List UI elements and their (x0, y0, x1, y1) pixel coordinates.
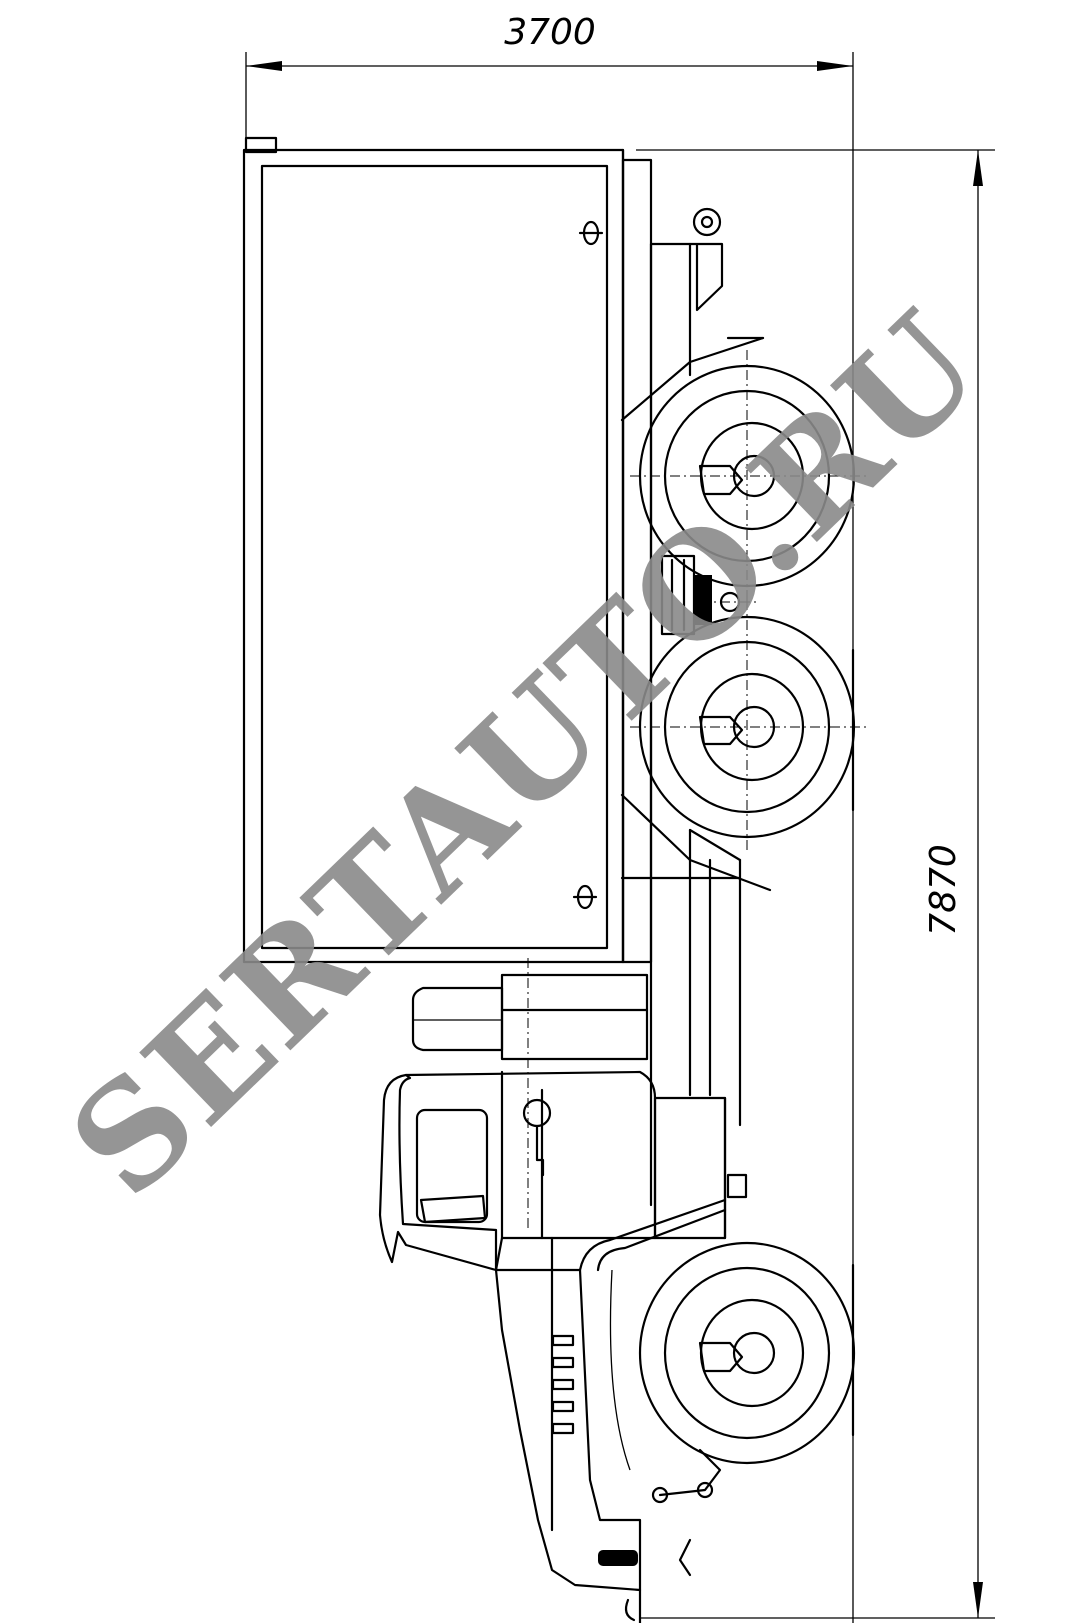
length-dimension: 7870 (636, 149, 995, 1619)
arrow-up-icon (973, 150, 983, 186)
cab (378, 1070, 748, 1272)
length-dimension-label: 7870 (923, 844, 964, 936)
door-lock-icon (572, 884, 598, 910)
rear-wheel-1 (630, 350, 870, 600)
arrow-right-icon (817, 61, 853, 71)
rear-hitch (620, 207, 765, 422)
rear-wheel-2 (630, 600, 870, 850)
suspension (660, 554, 760, 636)
chassis-frame (620, 242, 772, 1207)
hood (494, 1198, 727, 1623)
fuel-tank (411, 958, 649, 1230)
arrow-left-icon (246, 61, 282, 71)
door-lock-icon (578, 220, 604, 246)
width-dimension-label: 3700 (504, 12, 596, 53)
arrow-down-icon (973, 1582, 983, 1618)
front-wheel (638, 1241, 856, 1577)
watermark-text: SERTAUTO.RU (39, 281, 1012, 1229)
